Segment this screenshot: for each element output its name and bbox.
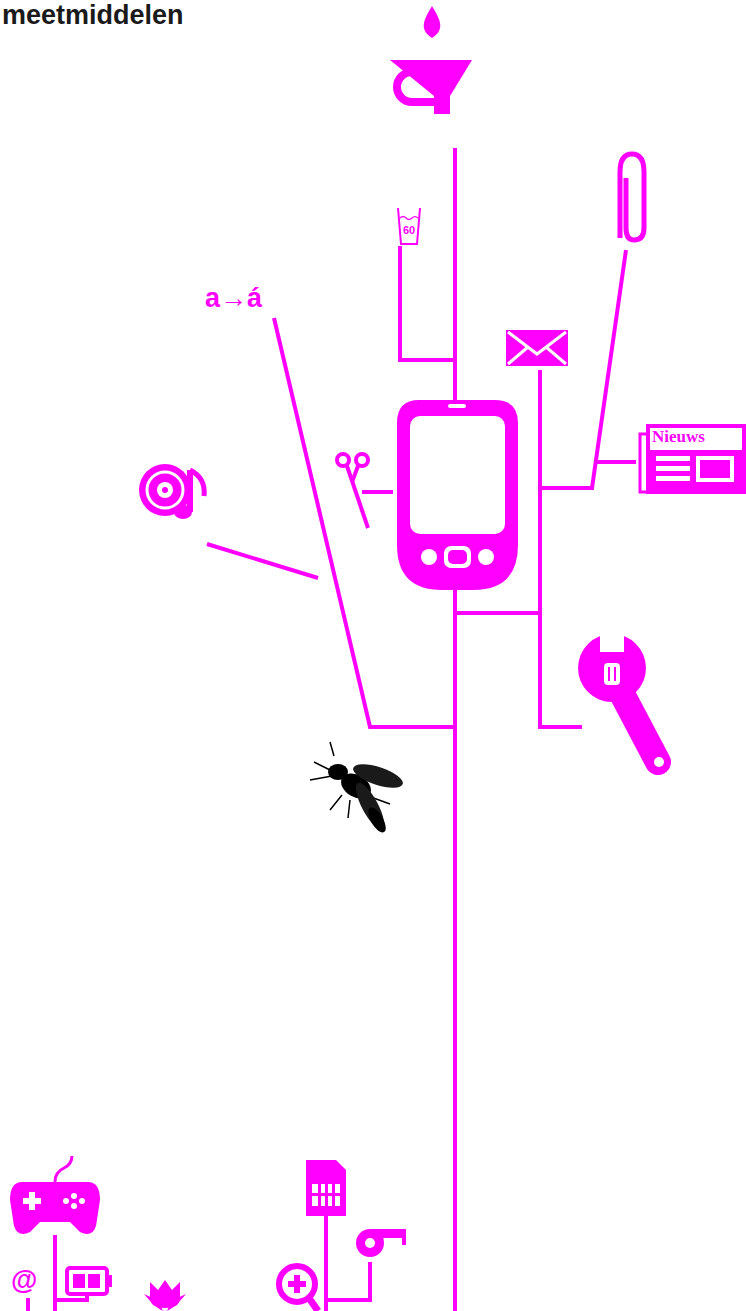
magnifier-icon <box>279 1266 318 1311</box>
diagram-title: meetmiddelen <box>2 0 184 30</box>
branch-line <box>326 1262 370 1300</box>
branch-line <box>455 611 540 615</box>
tree-lines <box>28 148 636 1311</box>
sim-card-icon <box>306 1160 346 1216</box>
music-cd-icon <box>139 464 204 519</box>
branch-line <box>540 250 626 488</box>
branch-line <box>26 1298 30 1311</box>
funnel-icon <box>390 6 472 114</box>
at-sign-label: @ <box>11 1264 37 1296</box>
battery-icon <box>67 1268 112 1294</box>
whistle-icon <box>356 1229 406 1257</box>
wash-symbol: 60 <box>396 208 422 246</box>
wrench-icon <box>578 630 664 767</box>
branch-line <box>596 460 636 464</box>
newspaper-icon: Nieuws <box>638 424 746 496</box>
pda-device <box>397 400 518 590</box>
trunk-line <box>453 148 457 400</box>
accent-label: a→á <box>205 282 262 314</box>
branch-line <box>55 1296 87 1300</box>
scissors-icon <box>337 454 368 528</box>
node-text: Nieuws <box>652 427 705 447</box>
branch-line <box>207 544 318 578</box>
branch-line <box>324 1216 328 1311</box>
gamepad-icon <box>10 1156 100 1234</box>
fly-illustration <box>310 742 406 835</box>
node-text: 60 <box>396 224 422 237</box>
paperclip-icon <box>620 154 644 240</box>
envelope-icon <box>506 330 568 366</box>
branch-line <box>400 246 455 360</box>
tulip-icon <box>144 1280 186 1311</box>
trunk-line <box>453 590 457 1311</box>
branch-line <box>362 490 393 494</box>
branch-line <box>540 370 582 727</box>
